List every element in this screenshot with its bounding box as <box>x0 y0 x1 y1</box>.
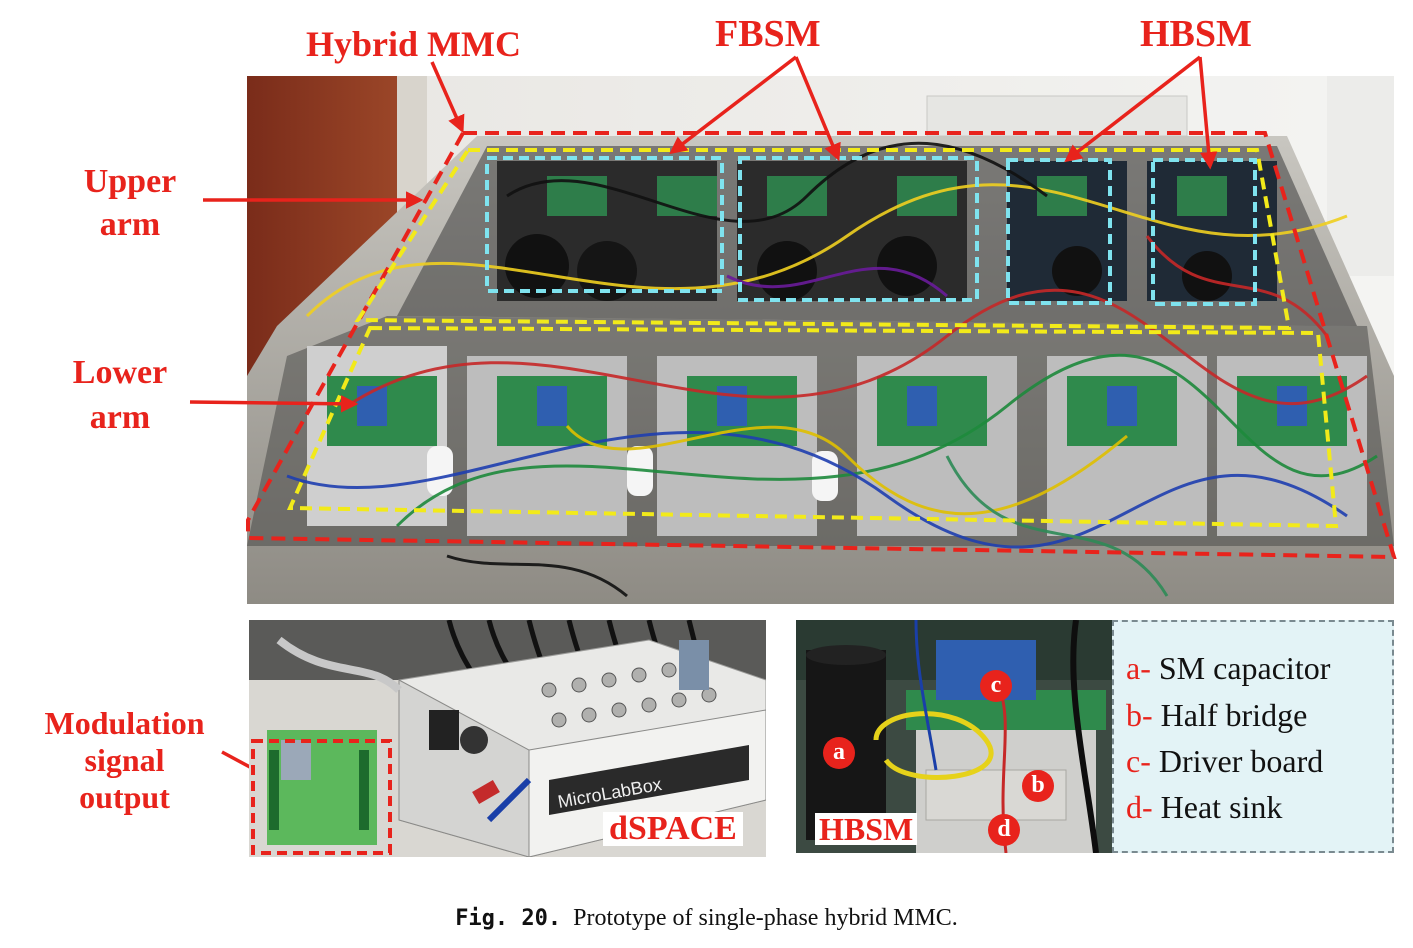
fbsm-label: FBSM <box>715 13 821 55</box>
legend-text-c: Driver board <box>1158 743 1324 779</box>
modulation-label-line1: Modulation <box>44 705 205 741</box>
figure-caption-text: Prototype of single-phase hybrid MMC. <box>573 905 958 931</box>
tag-b: b <box>1022 770 1054 802</box>
dspace-label: dSPACE <box>603 812 743 846</box>
legend-text-d: Heat sink <box>1160 789 1283 825</box>
modulation-label-line2: signal <box>84 742 165 778</box>
upper-arm-label-line2: arm <box>99 206 161 243</box>
tag-d: d <box>988 814 1020 846</box>
main-photo-illustration <box>247 76 1394 604</box>
upper-arm-label: Upper arm <box>70 160 190 246</box>
legend-text-a: SM capacitor <box>1158 650 1331 686</box>
legend-item-c: c- Driver board <box>1126 743 1323 780</box>
legend-item-d: d- Heat sink <box>1126 789 1282 826</box>
legend-item-a: a- SM capacitor <box>1126 650 1330 687</box>
main-prototype-photo <box>247 76 1394 604</box>
upper-arm-label-line1: Upper <box>83 163 177 200</box>
figure-caption: Fig. 20. Prototype of single-phase hybrid… <box>0 905 1413 932</box>
tag-c: c <box>980 670 1012 702</box>
hybrid-mmc-label: Hybrid MMC <box>306 24 521 64</box>
lower-arm-label-line1: Lower <box>72 354 168 391</box>
modulation-label-line3: output <box>79 779 170 815</box>
hbsm-sub-label: HBSM <box>815 813 918 845</box>
modulation-label: Modulation signal output <box>22 705 227 816</box>
legend-box: a- SM capacitor b- Half bridge c- Driver… <box>1112 620 1394 853</box>
lower-arm-label-line2: arm <box>89 399 151 436</box>
figure-caption-number: Fig. 20. <box>455 906 562 931</box>
legend-item-b: b- Half bridge <box>1126 697 1307 734</box>
legend-key-c: c- <box>1126 743 1151 779</box>
legend-key-d: d- <box>1126 789 1153 825</box>
hbsm-label: HBSM <box>1140 13 1252 55</box>
legend-key-a: a- <box>1126 650 1151 686</box>
tag-a: a <box>823 737 855 769</box>
lower-arm-label: Lower arm <box>60 350 180 440</box>
legend-key-b: b- <box>1126 697 1153 733</box>
legend-text-b: Half bridge <box>1160 697 1308 733</box>
